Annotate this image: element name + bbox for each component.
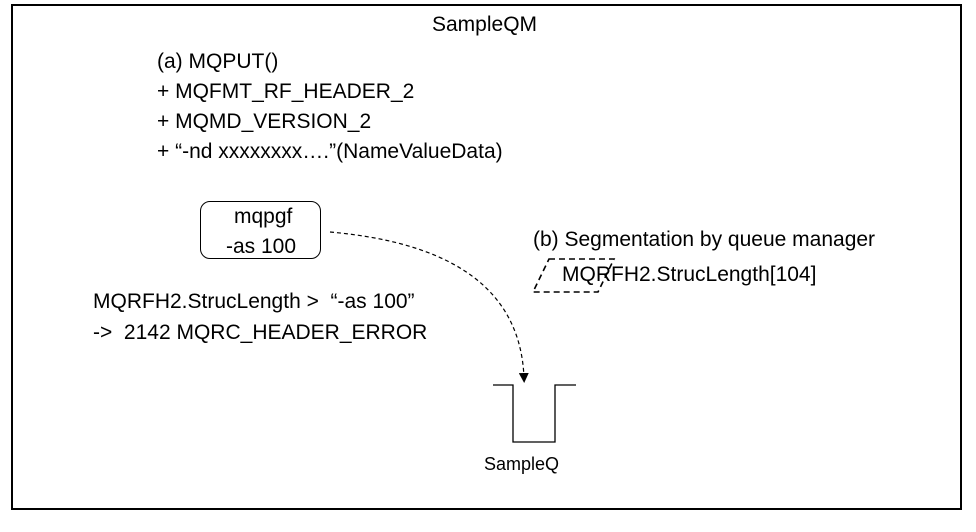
queue-shape	[493, 384, 576, 443]
step-b-title: (b) Segmentation by queue manager	[533, 228, 876, 251]
queue-manager-frame	[11, 4, 962, 510]
error-block: MQRFH2.StrucLength > “-as 100” -> 2142 M…	[93, 286, 427, 348]
step-a-line: + “-nd xxxxxxxx….”(NameValueData)	[157, 140, 503, 163]
step-a-line: + MQMD_VERSION_2	[157, 110, 372, 133]
put-arrow	[329, 231, 529, 383]
command-name: mqpgf	[234, 205, 293, 228]
queue-manager-title: SampleQM	[432, 13, 538, 36]
segment-parallelogram	[531, 258, 616, 293]
queue-label: SampleQ	[484, 454, 560, 474]
segment-label: MQRFH2.StrucLength[104]	[562, 263, 817, 286]
error-result: -> 2142 MQRC_HEADER_ERROR	[93, 321, 428, 344]
step-a-line: + MQFMT_RF_HEADER_2	[157, 80, 415, 103]
command-box: mqpgf -as 100	[200, 201, 321, 259]
step-a-block: (a) MQPUT() + MQFMT_RF_HEADER_2 + MQMD_V…	[157, 47, 503, 167]
step-a-line: (a) MQPUT()	[157, 50, 279, 73]
command-option: -as 100	[226, 235, 297, 258]
error-condition: MQRFH2.StrucLength > “-as 100”	[93, 290, 415, 313]
